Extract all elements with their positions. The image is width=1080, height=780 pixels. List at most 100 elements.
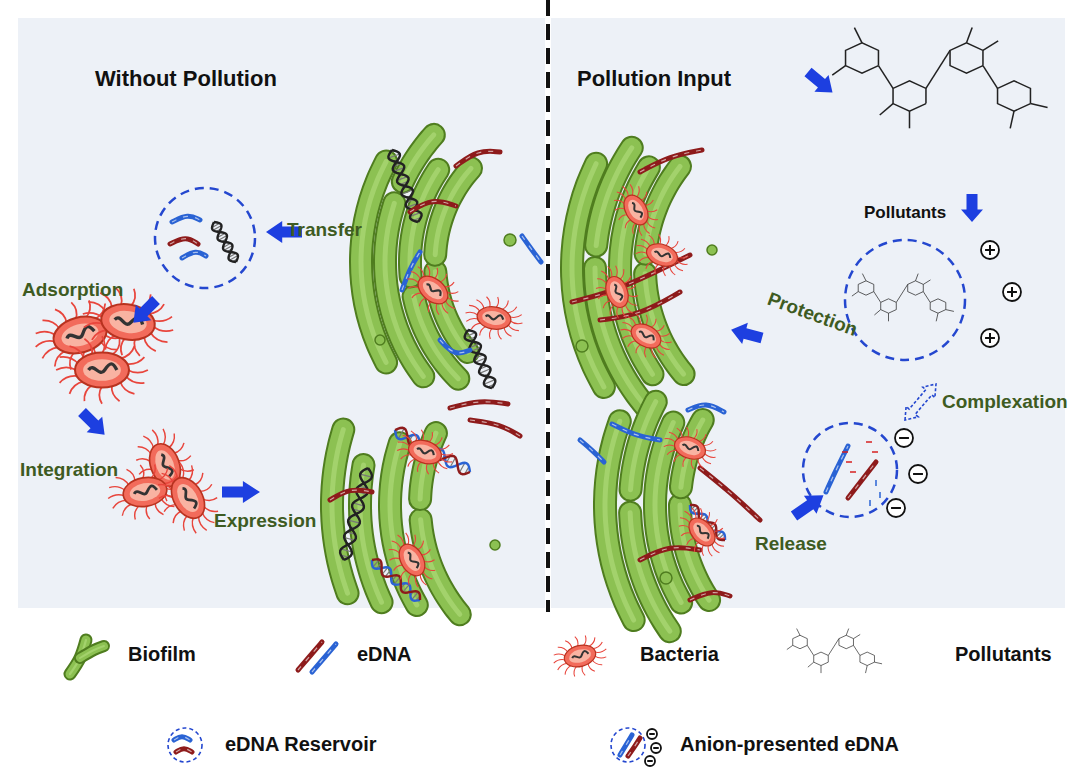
biofilm xyxy=(504,234,516,246)
bacterium xyxy=(676,253,688,261)
biofilm xyxy=(522,236,541,262)
bacterium xyxy=(631,201,644,218)
bacterium xyxy=(102,336,105,354)
bacterium xyxy=(406,551,420,569)
anion-edna xyxy=(842,451,848,453)
edna-reservoir xyxy=(172,216,200,222)
legend-symbol xyxy=(176,749,192,752)
molecule xyxy=(950,43,983,73)
bacterium xyxy=(99,386,102,404)
molecule xyxy=(1030,104,1047,108)
edna-reservoir xyxy=(170,239,198,244)
panel-heading: Pollution Input xyxy=(577,66,1065,91)
biofilm xyxy=(361,162,386,363)
molecule xyxy=(983,66,998,89)
bacterium xyxy=(595,649,607,654)
biofilm xyxy=(440,340,470,353)
biofilm xyxy=(340,468,372,560)
bacterium xyxy=(56,367,76,370)
biofilm xyxy=(690,593,730,600)
molecule xyxy=(930,299,946,313)
bacterium xyxy=(394,540,430,580)
bacterium xyxy=(412,575,422,587)
biofilm xyxy=(361,162,386,363)
bacterium xyxy=(440,458,453,464)
biofilm xyxy=(450,402,508,408)
biofilm xyxy=(580,440,604,462)
pollutant-structure xyxy=(832,28,1047,129)
bacterium xyxy=(633,325,659,347)
bacterium xyxy=(402,533,412,545)
label-holder: Release xyxy=(755,533,827,555)
molecule xyxy=(797,629,800,636)
bacterium xyxy=(65,325,95,340)
molecule xyxy=(866,666,868,674)
label-holder: Transfer xyxy=(287,219,362,241)
biofilm xyxy=(388,150,421,222)
bacterium xyxy=(188,517,201,533)
biofilm xyxy=(660,572,672,584)
biofilm xyxy=(332,430,348,594)
biofilm xyxy=(612,424,660,440)
biofilm xyxy=(456,151,500,166)
bacterium xyxy=(704,453,716,459)
anion-edna xyxy=(909,465,927,483)
bacterium xyxy=(398,441,411,447)
bacterium xyxy=(633,314,644,325)
molecule xyxy=(881,299,897,313)
molecule xyxy=(888,313,889,321)
bacterium xyxy=(696,524,711,540)
biofilm xyxy=(398,428,404,438)
pollutant-complex xyxy=(845,240,1021,360)
biofilm xyxy=(688,405,724,412)
bacterium xyxy=(391,422,460,482)
bacterium xyxy=(671,433,708,463)
molecule xyxy=(814,652,829,665)
biofilm xyxy=(390,443,417,605)
molecule xyxy=(946,310,954,312)
biofilm xyxy=(410,201,456,212)
molecule xyxy=(821,666,822,674)
molecule xyxy=(846,43,879,73)
panel-ground xyxy=(18,18,1065,608)
legend-item: Biofilm xyxy=(128,643,196,666)
molecule xyxy=(923,280,930,285)
bacterium xyxy=(636,244,648,250)
bacterium xyxy=(84,339,92,355)
legend-symbol xyxy=(611,728,645,762)
process-arrow xyxy=(222,481,260,503)
bacterium xyxy=(485,297,492,308)
biofilm xyxy=(522,236,541,262)
bacterium xyxy=(485,313,503,321)
molecule xyxy=(807,645,813,655)
bacterium xyxy=(422,265,434,277)
bacterium xyxy=(56,336,148,404)
biofilm xyxy=(640,150,702,172)
edna-reservoir xyxy=(182,252,206,258)
bacterium xyxy=(400,546,424,573)
biofilm xyxy=(605,421,634,620)
bacterium xyxy=(660,336,672,345)
bacterium xyxy=(607,279,627,304)
biofilm xyxy=(640,548,700,560)
molecule xyxy=(832,28,1047,129)
biofilm xyxy=(360,465,382,602)
molecule xyxy=(983,41,998,51)
bacterium xyxy=(121,474,169,510)
edna-reservoir xyxy=(155,188,255,288)
legend-symbol xyxy=(549,630,612,683)
bacterium xyxy=(148,464,157,478)
bacterium xyxy=(655,234,663,245)
legend-symbol xyxy=(611,728,661,766)
bacterium xyxy=(690,519,714,544)
bacterium xyxy=(562,642,598,670)
legend-symbol xyxy=(787,629,882,674)
biofilm xyxy=(330,490,372,500)
bacterium xyxy=(619,191,653,229)
molecule xyxy=(880,104,893,115)
molecule xyxy=(853,645,859,655)
bacterium xyxy=(126,357,145,364)
label-holder: Pollutants xyxy=(864,203,946,223)
molecule xyxy=(852,274,954,322)
legend-item: Pollutants xyxy=(955,643,1052,666)
